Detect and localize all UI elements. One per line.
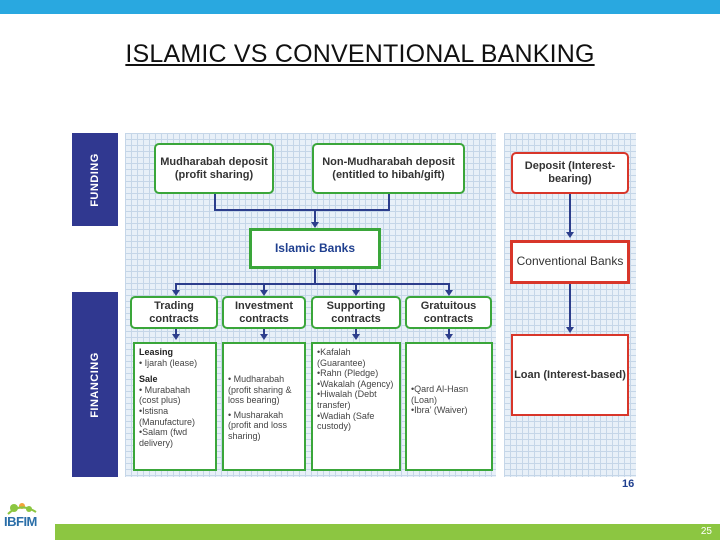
conventional-banks-box: Conventional Banks bbox=[510, 240, 630, 284]
arrow-down-icon bbox=[172, 290, 180, 296]
supporting-contracts-box: Supporting contracts bbox=[311, 296, 401, 329]
connector-line bbox=[355, 283, 357, 291]
connector-line bbox=[175, 329, 177, 335]
connector-line bbox=[263, 283, 265, 291]
conventional-banks-label: Conventional Banks bbox=[516, 254, 624, 269]
financing-sidebar: FINANCING bbox=[72, 292, 118, 477]
funding-label: FUNDING bbox=[89, 152, 101, 207]
connector-line bbox=[569, 194, 571, 232]
logo-text: IBFIM bbox=[4, 514, 37, 529]
arrow-down-icon bbox=[172, 334, 180, 340]
arrow-down-icon bbox=[260, 334, 268, 340]
connector-line bbox=[314, 269, 316, 283]
supporting-item: •Wakalah (Agency) bbox=[317, 378, 394, 389]
connector-line bbox=[448, 329, 450, 335]
gratuitous-details-box: •Qard Al-Hasn (Loan) •Ibra’ (Waiver) bbox=[405, 342, 493, 471]
bottom-accent-bar: 25 bbox=[55, 524, 720, 540]
supporting-item: •Kafalah (Guarantee) bbox=[317, 347, 366, 368]
connector-line bbox=[175, 283, 450, 285]
deposit-interest-label: Deposit (Interest-bearing) bbox=[524, 160, 616, 185]
connector-line bbox=[263, 329, 265, 335]
financing-label: FINANCING bbox=[89, 351, 101, 418]
connector-line bbox=[314, 209, 316, 223]
top-accent-bar bbox=[0, 0, 720, 14]
slide-number: 16 bbox=[622, 478, 635, 490]
supporting-details-box: •Kafalah (Guarantee) •Rahn (Pledge) •Wak… bbox=[311, 342, 401, 471]
supporting-item: •Hiwalah (Debt transfer) bbox=[317, 389, 377, 411]
investment-contracts-label: Investment contracts bbox=[234, 299, 294, 325]
non-mudharabah-deposit-label: Non-Mudharabah deposit (entitled to hiba… bbox=[322, 155, 455, 181]
slide-title: ISLAMIC VS CONVENTIONAL BANKING bbox=[125, 40, 595, 68]
connector-line bbox=[388, 194, 390, 210]
gratuitous-contracts-label: Gratuitous contracts bbox=[420, 299, 477, 325]
arrow-down-icon bbox=[566, 327, 574, 333]
trading-details-box: Leasing • Ijarah (lease) Sale • Murabaha… bbox=[133, 342, 217, 471]
islamic-banks-label: Islamic Banks bbox=[274, 240, 356, 255]
arrow-down-icon bbox=[445, 290, 453, 296]
loan-interest-box: Loan (Interest-based) bbox=[511, 334, 629, 416]
connector-line bbox=[569, 284, 571, 327]
connector-line bbox=[448, 283, 450, 291]
mudharabah-deposit-label: Mudharabah deposit (profit sharing) bbox=[160, 155, 268, 181]
deposit-interest-box: Deposit (Interest-bearing) bbox=[511, 152, 629, 194]
investment-item: • Mudharabah (profit sharing & loss bear… bbox=[228, 374, 292, 406]
supporting-item: •Rahn (Pledge) bbox=[317, 368, 379, 379]
connector-line bbox=[214, 209, 390, 211]
gratuitous-item: •Ibra’ (Waiver) bbox=[411, 405, 468, 416]
connector-line bbox=[214, 194, 216, 210]
gratuitous-item: •Qard Al-Hasn (Loan) bbox=[411, 384, 469, 405]
non-mudharabah-deposit-box: Non-Mudharabah deposit (entitled to hiba… bbox=[312, 143, 465, 194]
supporting-contracts-label: Supporting contracts bbox=[326, 299, 386, 325]
sale-heading: Sale bbox=[139, 374, 158, 385]
arrow-down-icon bbox=[566, 232, 574, 238]
sale-item: • Murabahah (cost plus) bbox=[139, 384, 191, 406]
mudharabah-deposit-box: Mudharabah deposit (profit sharing) bbox=[154, 143, 274, 194]
trading-contracts-label: Trading contracts bbox=[149, 299, 199, 325]
trading-contracts-box: Trading contracts bbox=[130, 296, 218, 329]
sale-item: •Salam (fwd delivery) bbox=[139, 427, 188, 448]
loan-interest-label: Loan (Interest-based) bbox=[514, 368, 626, 381]
connector-line bbox=[175, 283, 177, 291]
arrow-down-icon bbox=[352, 334, 360, 340]
investment-contracts-box: Investment contracts bbox=[222, 296, 306, 329]
ibfim-logo-icon bbox=[7, 503, 37, 515]
supporting-item: •Wadiah (Safe custody) bbox=[317, 410, 375, 432]
arrow-down-icon bbox=[260, 290, 268, 296]
investment-item: • Musharakah (profit and loss sharing) bbox=[228, 409, 288, 442]
gratuitous-contracts-box: Gratuitous contracts bbox=[405, 296, 492, 329]
page-number: 25 bbox=[700, 526, 712, 537]
investment-details-box: • Mudharabah (profit sharing & loss bear… bbox=[222, 342, 306, 471]
leasing-item: • Ijarah (lease) bbox=[139, 357, 198, 368]
sale-item: •Istisna (Manufacture) bbox=[139, 406, 196, 427]
funding-sidebar: FUNDING bbox=[72, 133, 118, 226]
connector-line bbox=[355, 329, 357, 335]
arrow-down-icon bbox=[311, 222, 319, 228]
islamic-banks-box: Islamic Banks bbox=[249, 228, 381, 269]
arrow-down-icon bbox=[445, 334, 453, 340]
leasing-heading: Leasing bbox=[139, 347, 174, 357]
arrow-down-icon bbox=[352, 290, 360, 296]
